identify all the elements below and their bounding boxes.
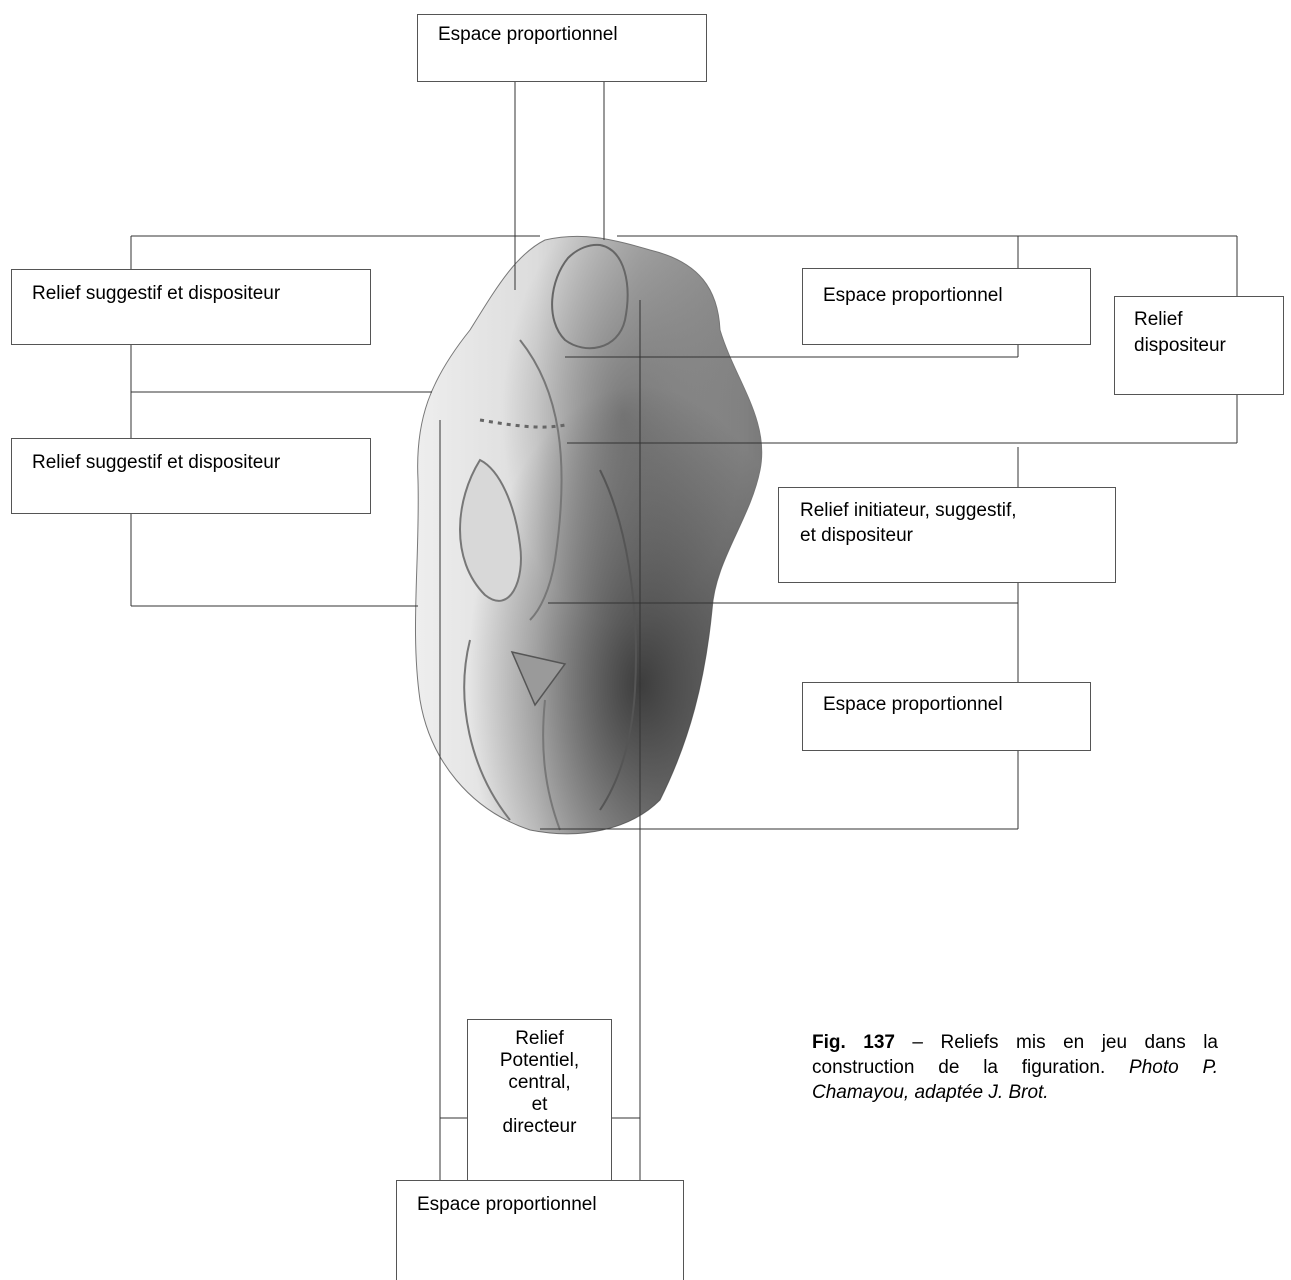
label-right-middle-line2: et dispositeur [800,523,1115,548]
label-center-line3: central, [468,1072,611,1094]
label-box-center: Relief Potentiel, central, et directeur [467,1019,612,1186]
label-box-bottom: Espace proportionnel [396,1180,684,1280]
label-left-upper-text: Relief suggestif et dispositeur [32,282,370,305]
label-top-text: Espace proportionnel [438,23,706,46]
label-box-top: Espace proportionnel [417,14,707,82]
label-center-line1: Relief [468,1028,611,1050]
label-bottom-text: Espace proportionnel [417,1193,683,1216]
label-relief-dispositeur-line2: dispositeur [1134,333,1283,359]
figure-caption: Fig. 137 – Reliefs mis en jeu dans la co… [812,1030,1218,1105]
label-center-line4: et [468,1094,611,1116]
label-box-right-lower: Espace proportionnel [802,682,1091,751]
label-box-left-lower: Relief suggestif et dispositeur [11,438,371,514]
label-left-lower-text: Relief suggestif et dispositeur [32,451,370,474]
label-center-line5: directeur [468,1116,611,1138]
label-box-relief-dispositeur: Relief dispositeur [1114,296,1284,395]
label-box-right-middle: Relief initiateur, suggestif, et disposi… [778,487,1116,583]
label-center-line2: Potentiel, [468,1050,611,1072]
label-right-lower-text: Espace proportionnel [823,693,1090,716]
label-relief-dispositeur-line1: Relief [1134,307,1283,333]
label-box-left-upper: Relief suggestif et dispositeur [11,269,371,345]
label-right-upper-text: Espace proportionnel [823,284,1090,307]
stone-photo [415,236,761,833]
label-right-middle-line1: Relief initiateur, suggestif, [800,498,1115,523]
caption-fig-number: Fig. 137 [812,1032,895,1053]
label-box-right-upper: Espace proportionnel [802,268,1091,345]
